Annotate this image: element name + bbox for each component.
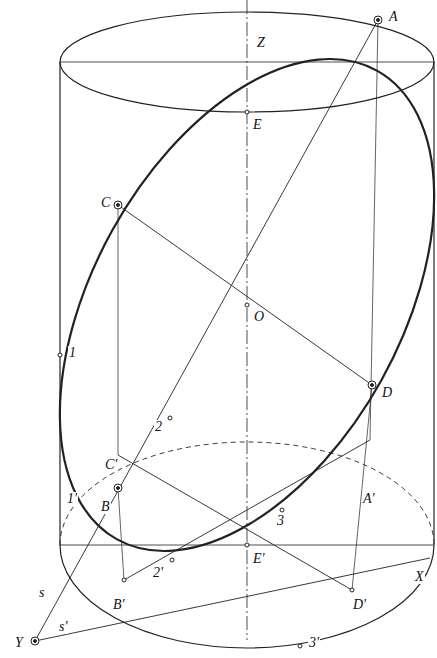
section-ellipse — [0, 0, 437, 614]
point-marker — [280, 508, 284, 512]
point-marker — [371, 384, 374, 387]
point-label: B — [100, 500, 111, 514]
line-s — [35, 20, 378, 641]
point-label: s' — [58, 620, 68, 634]
point-marker — [374, 16, 382, 24]
projected-diameter — [118, 455, 352, 590]
point-label: 3' — [308, 636, 320, 650]
projector — [118, 205, 119, 455]
point-marker — [122, 578, 126, 582]
point-marker — [298, 644, 302, 648]
line-s-prime — [35, 558, 430, 641]
point-label: O — [253, 310, 265, 324]
point-marker — [31, 637, 39, 645]
point-label: s — [38, 586, 45, 600]
point-label: 2 — [154, 420, 163, 434]
point-marker — [114, 201, 122, 209]
point-marker — [34, 640, 37, 643]
point-label: 3 — [276, 514, 285, 528]
projected-axis — [124, 440, 370, 580]
cylinder-side — [433, 62, 434, 545]
point-marker — [114, 484, 122, 492]
point-label: A' — [362, 492, 376, 506]
point-label: E' — [252, 552, 266, 566]
point-marker — [245, 110, 249, 114]
point-label: C — [100, 196, 111, 210]
projector — [352, 385, 372, 590]
point-label: 1' — [66, 492, 78, 506]
point-label: D — [381, 386, 393, 400]
point-marker — [245, 543, 249, 547]
point-label: A — [388, 10, 399, 24]
point-label: Y — [14, 636, 24, 650]
point-marker — [117, 204, 120, 207]
point-marker — [117, 487, 120, 490]
point-label: 1 — [68, 346, 77, 360]
point-marker — [245, 303, 249, 307]
point-label: 2' — [152, 566, 164, 580]
point-label: E — [252, 118, 263, 132]
point-marker — [368, 381, 376, 389]
point-label: C' — [104, 458, 118, 472]
cylinder-side — [59, 62, 60, 545]
point-label: Z — [256, 36, 266, 50]
projector — [370, 20, 378, 440]
point-marker — [168, 416, 172, 420]
projector — [118, 488, 124, 580]
point-label: X — [414, 570, 425, 584]
point-marker — [170, 558, 174, 562]
point-marker — [377, 19, 380, 22]
point-marker — [58, 353, 62, 357]
point-label: D' — [352, 598, 367, 612]
point-label: B' — [112, 598, 126, 612]
point-marker — [350, 588, 354, 592]
conjugate-diameter — [118, 205, 372, 385]
